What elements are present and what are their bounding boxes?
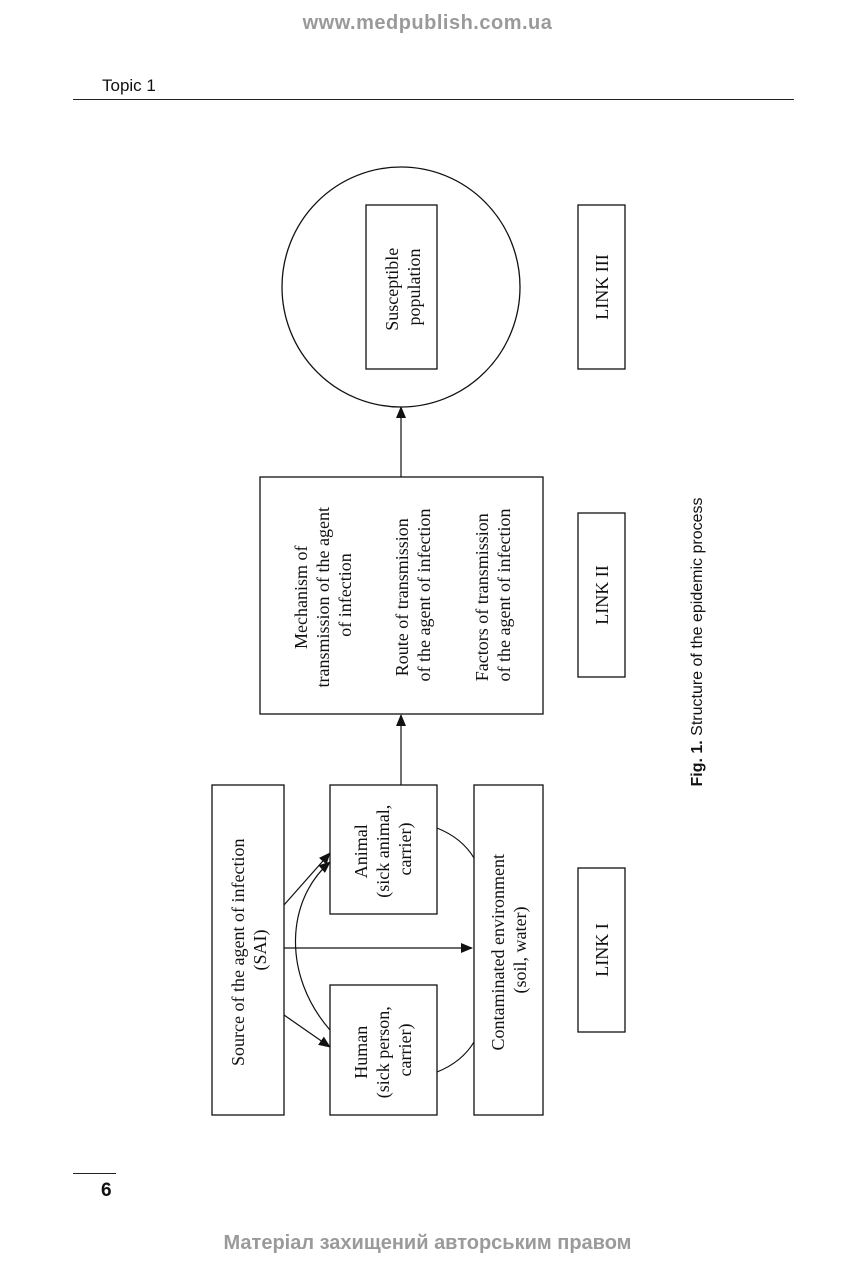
svg-text:Mechanism of transmission: Mechanism of transmission of the agent o… (291, 503, 355, 688)
sai-line-2: (SAI) (250, 930, 271, 971)
header-rule (73, 99, 794, 100)
svg-text:Human (sick person, ca: Human (sick person, carrier) (351, 1002, 416, 1098)
caption-text: Structure of the epidemic process (689, 497, 706, 740)
arc-environment-human (436, 1041, 475, 1073)
link3-label: LINK III (592, 254, 612, 319)
susceptible-box (365, 204, 438, 370)
link1-label: LINK I (592, 923, 612, 976)
svg-text:Animal (sick animal, c: Animal (sick animal, carrier) (351, 800, 416, 897)
route-line-1: Route of transmission (392, 518, 412, 676)
human-line-2: (sick person, (373, 1006, 394, 1098)
human-box (329, 984, 438, 1116)
figure-caption: Fig. 1. Structure of the epidemic proces… (689, 497, 706, 786)
connectors (283, 406, 475, 1073)
svg-text:Route of transmission of t: Route of transmission of the agent of in… (392, 509, 434, 682)
susceptible-line-1: Susceptible (382, 248, 402, 331)
factors-line-2: of the agent of infection (494, 509, 514, 682)
human-line-1: Human (351, 1026, 371, 1079)
arc-environment-animal (436, 827, 475, 859)
svg-text:Source of the agent of infecti: Source of the agent of infection (SAI) (228, 834, 271, 1066)
mechanism-line-2: transmission of the agent (313, 507, 333, 687)
factors-line-1: Factors of transmission (472, 513, 492, 681)
arrow-sai-to-human (283, 1014, 331, 1048)
mechanism-line-1: Mechanism of (291, 546, 311, 649)
link1-box (577, 867, 626, 1033)
watermark-top: www.medpublish.com.ua (302, 12, 553, 34)
svg-text:Contaminated environment (: Contaminated environment (soil, water) (488, 850, 531, 1051)
environment-line-2: (soil, water) (510, 907, 531, 994)
susceptible-line-2: population (404, 249, 424, 326)
watermark-bottom: Матеріал захищений авторським правом (223, 1232, 632, 1254)
caption-label: Fig. 1. (689, 740, 706, 786)
arrow-sai-to-animal (283, 852, 331, 906)
svg-text:Susceptible population: Susceptible population (382, 243, 424, 331)
page-number-rule (73, 1173, 116, 1174)
route-line-2: of the agent of infection (414, 509, 434, 682)
page-number: 6 (101, 1180, 112, 1201)
animal-line-3: carrier) (395, 823, 416, 876)
environment-line-1: Contaminated environment (488, 854, 508, 1050)
sai-line-1: Source of the agent of infection (228, 839, 248, 1066)
animal-line-2: (sick animal, (373, 805, 394, 898)
transmission-box (259, 476, 544, 715)
human-line-3: carrier) (395, 1024, 416, 1077)
link2-box (577, 512, 626, 678)
animal-line-1: Animal (351, 824, 371, 878)
link2-label: LINK II (592, 565, 612, 624)
sai-box (211, 784, 285, 1116)
svg-text:Factors of transmission of: Factors of transmission of the agent of … (472, 509, 514, 682)
link3-box (577, 204, 626, 370)
animal-box (329, 784, 438, 915)
mechanism-line-3: of infection (335, 553, 355, 636)
running-header-topic: Topic 1 (102, 76, 156, 95)
curve-human-to-animal (294, 861, 331, 1031)
environment-box (473, 784, 544, 1116)
